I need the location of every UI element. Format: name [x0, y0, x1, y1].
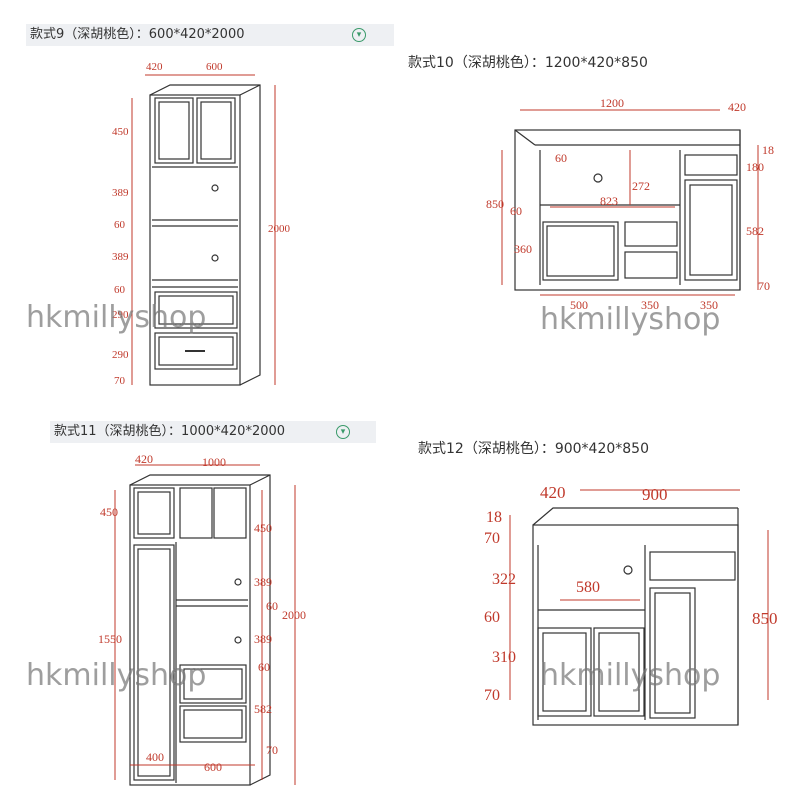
- dim-h6: 290: [112, 309, 129, 321]
- dim-total: 850: [752, 609, 778, 628]
- dim-mid: 60: [510, 204, 522, 218]
- dim-w1: 500: [570, 298, 588, 312]
- model-12-drawing: 420 900 18 70 322 580 60 310 70 850: [484, 483, 778, 726]
- dim-total: 2000: [268, 223, 291, 235]
- dim-inner-w: 580: [576, 579, 600, 596]
- chevron-down-icon[interactable]: ▾: [336, 425, 350, 439]
- model-11-panel: 款式11（深胡桃色）：1000*420*2000 ▾ 420 1000 450: [0, 400, 400, 800]
- dim-total: 850: [486, 197, 504, 211]
- dim-r2: 60: [266, 599, 278, 613]
- dim-top: 18: [762, 143, 774, 157]
- dim-depth: 420: [728, 100, 746, 114]
- dim-door: 310: [492, 649, 516, 666]
- dim-h7: 290: [112, 349, 129, 361]
- model-10-title: 款式10（深胡桃色）：1200*420*850: [404, 52, 788, 74]
- model-10-title-text: 款式10（深胡桃色）：1200*420*850: [408, 55, 648, 71]
- model-12-title-text: 款式12（深胡桃色）：900*420*850: [418, 441, 649, 457]
- model-10-panel: 款式10（深胡桃色）：1200*420*850 1200 420 18: [400, 0, 800, 400]
- dim-drawer: 180: [746, 160, 764, 174]
- dim-low: 360: [514, 242, 532, 256]
- model-9-panel: 款式9（深胡桃色）：600*420*2000 ▾ 420 600 450 389: [0, 0, 400, 400]
- model-10-drawing: 1200 420 18 180 582 70 850 60 272 823 60…: [486, 96, 774, 312]
- dim-top: 18: [486, 509, 502, 526]
- dim-base: 70: [266, 743, 278, 757]
- dim-top-l: 450: [100, 505, 118, 519]
- watermark: hkmillyshop: [26, 658, 207, 693]
- dim-glass: 1550: [98, 632, 122, 646]
- dim-door: 582: [746, 224, 764, 238]
- model-11-title-text: 款式11（深胡桃色）：1000*420*2000: [54, 424, 286, 439]
- dim-r4: 60: [258, 660, 270, 674]
- dim-w3: 350: [700, 298, 718, 312]
- dim-depth: 420: [135, 452, 153, 466]
- dim-open-h: 272: [632, 179, 650, 193]
- model-11-drawing: 420 1000 450 450 1550 389 60 389 60 582 …: [98, 452, 306, 786]
- watermark: hkmillyshop: [540, 658, 721, 693]
- model-9-title-text: 款式9（深胡桃色）：600*420*2000: [30, 27, 245, 42]
- model-9-drawing: 420 600 450 389 60 389 60 290 290 70 200…: [112, 61, 291, 387]
- dim-r5: 582: [254, 702, 272, 716]
- dim-total: 2000: [282, 608, 306, 622]
- dim-base: 70: [758, 279, 770, 293]
- dim-h2: 389: [112, 187, 129, 199]
- dim-depth: 420: [146, 61, 163, 73]
- dim-h1: 450: [112, 126, 129, 138]
- dim-small: 60: [555, 151, 567, 165]
- dim-width: 1200: [600, 96, 624, 110]
- chevron-down-icon[interactable]: ▾: [352, 28, 366, 42]
- dim-drawer: 70: [484, 530, 500, 547]
- model-11-title: 款式11（深胡桃色）：1000*420*2000: [50, 421, 376, 443]
- dim-w2: 350: [641, 298, 659, 312]
- dim-h5: 60: [114, 284, 126, 296]
- dim-h4: 389: [112, 251, 129, 263]
- dim-w-left: 400: [146, 750, 164, 764]
- dim-inner-w: 823: [600, 194, 618, 208]
- dim-r1: 389: [254, 575, 272, 589]
- dim-depth: 420: [540, 483, 566, 502]
- model-12-title: 款式12（深胡桃色）：900*420*850: [414, 438, 788, 460]
- dim-width: 600: [206, 61, 223, 73]
- dim-gap: 60: [484, 609, 500, 626]
- dim-width: 1000: [202, 455, 226, 469]
- model-9-title: 款式9（深胡桃色）：600*420*2000: [26, 24, 394, 46]
- watermark: hkmillyshop: [540, 302, 721, 337]
- model-12-panel: 款式12（深胡桃色）：900*420*850 420 900 18 70 322…: [400, 400, 800, 800]
- dim-width: 900: [642, 485, 668, 504]
- dim-h8: 70: [114, 375, 126, 387]
- watermark: hkmillyshop: [26, 300, 207, 335]
- dim-open: 322: [492, 571, 516, 588]
- dim-r3: 389: [254, 632, 272, 646]
- dim-w-right: 600: [204, 760, 222, 774]
- dim-h3: 60: [114, 219, 126, 231]
- dim-top-r: 450: [254, 521, 272, 535]
- dim-base: 70: [484, 687, 500, 704]
